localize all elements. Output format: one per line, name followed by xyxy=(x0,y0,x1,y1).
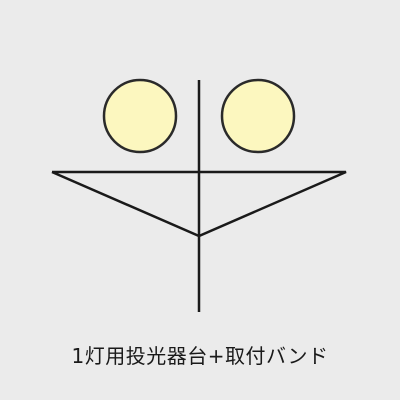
right-lamp-icon xyxy=(220,78,296,154)
product-caption: 1灯用投光器台+取付バンド xyxy=(71,344,329,368)
lamp-mount-frame xyxy=(51,170,347,238)
left-lamp-icon xyxy=(102,78,178,154)
